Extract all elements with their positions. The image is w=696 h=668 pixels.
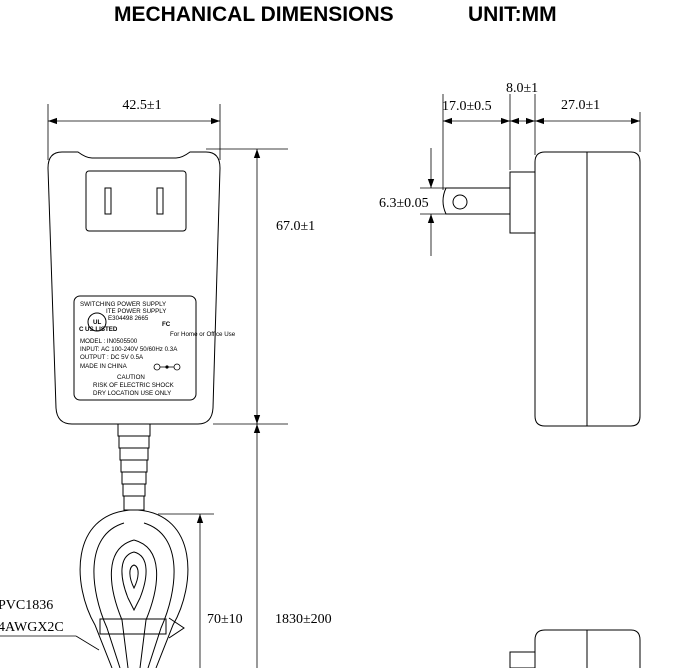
ul-mark-text: UL <box>93 319 101 326</box>
unit-label: UNIT:MM <box>468 3 557 26</box>
strain-relief <box>117 423 151 511</box>
listed-text: US LISTED <box>85 326 118 333</box>
cable-callout-leader <box>75 635 100 651</box>
cable-type-line-2: 4AWGX2C <box>0 620 64 635</box>
pin-dimension-label: 17.0±0.5 <box>442 99 492 114</box>
model-text: MODEL : IN0505500 <box>80 338 138 345</box>
cable-type-line-1: PVC1836 <box>0 598 53 613</box>
bottom-view-flange <box>509 651 536 668</box>
coiled-cable <box>79 509 189 668</box>
depth-dimension-label: 27.0±1 <box>561 98 600 113</box>
side-view: 17.0±0.5 8.0±1 27.0±1 6.3±0.05 <box>379 81 641 668</box>
height-dimension-label: 67.0±1 <box>276 219 315 234</box>
bottom-view-partial <box>534 629 641 668</box>
pin-height-label: 6.3±0.05 <box>379 196 429 211</box>
plug-pin <box>442 187 511 215</box>
plug-prong-left <box>104 187 112 215</box>
coil-dimension-label: 70±10 <box>207 612 243 627</box>
fcc-logo-icon: FC <box>162 321 171 328</box>
warning-line-1: RISK OF ELECTRIC SHOCK <box>93 382 175 389</box>
polarity-symbol-icon <box>153 363 181 371</box>
ul-logo-icon <box>87 312 107 332</box>
page-title: MECHANICAL DIMENSIONS <box>114 3 394 26</box>
input-text: INPUT: AC 100-240V 50/60Hz 0.3A <box>80 346 178 353</box>
adapter-body-outline <box>47 151 221 425</box>
label-title: SWITCHING POWER SUPPLY <box>80 301 166 308</box>
plug-flange <box>509 171 536 234</box>
cert-line-1: ITE POWER SUPPLY <box>106 308 166 315</box>
adapter-body-side <box>534 151 641 427</box>
warning-line-2: DRY LOCATION USE ONLY <box>93 390 171 397</box>
rating-label-outline <box>73 295 197 401</box>
cable-length-label: 1830±200 <box>275 612 332 627</box>
made-in-text: MADE IN CHINA <box>80 363 128 370</box>
ul-c-text: C <box>79 326 84 333</box>
plug-socket-window <box>85 170 187 232</box>
pin-hole <box>452 194 468 210</box>
fcc-note: For Home or Office Use <box>170 331 236 338</box>
rating-label: SWITCHING POWER SUPPLY UL C US LISTED IT… <box>73 295 236 401</box>
caution-text: CAUTION <box>117 374 145 381</box>
front-view: 42.5±1 SWITCHING POWER SUPPLY UL C US LI… <box>0 98 332 668</box>
flange-dimension-label: 8.0±1 <box>506 81 538 96</box>
output-text: OUTPUT : DC 5V 0.5A <box>80 354 144 361</box>
width-dimension-label: 42.5±1 <box>122 98 161 113</box>
plug-prong-right <box>156 187 164 215</box>
cable-tie <box>99 618 167 635</box>
cert-line-2: E304498 2665 <box>108 315 149 322</box>
